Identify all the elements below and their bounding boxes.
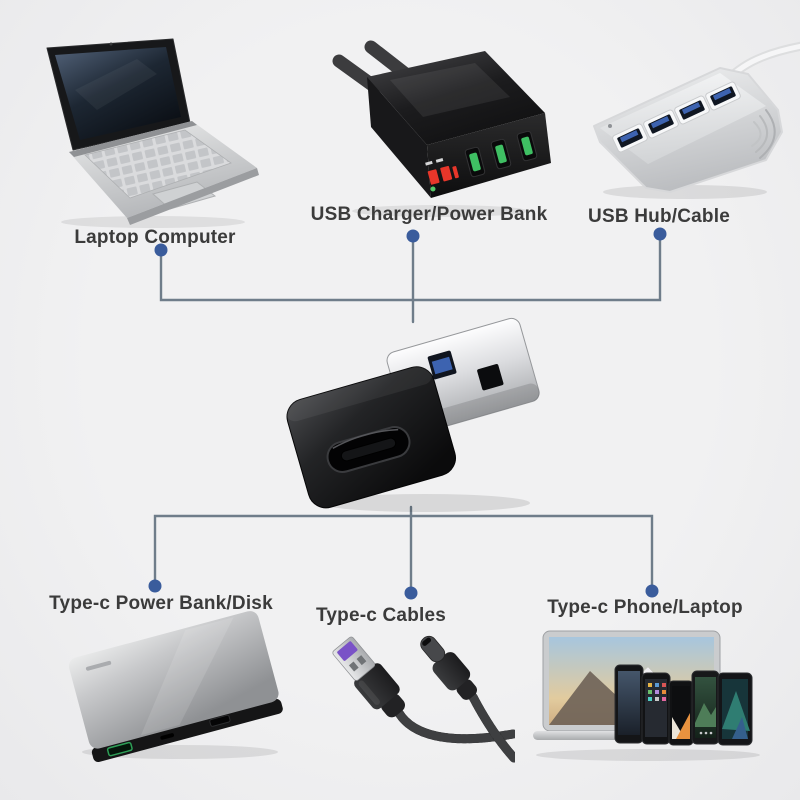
phone-5 bbox=[717, 672, 753, 746]
group-shadow bbox=[536, 749, 760, 761]
type-c-power-bank-label: Type-c Power Bank/Disk bbox=[49, 593, 273, 614]
laptop-illustration bbox=[46, 38, 259, 228]
usb-port bbox=[209, 714, 231, 727]
green-usb-port bbox=[106, 741, 133, 757]
hub-shadow bbox=[603, 185, 767, 199]
pin-hole bbox=[348, 661, 359, 672]
usb3-blue-tabs bbox=[619, 88, 732, 143]
power-bank-logo-mark bbox=[85, 660, 112, 671]
app-grid bbox=[648, 683, 666, 701]
cable-c-cord bbox=[468, 692, 519, 763]
usb-hub-illustration bbox=[593, 41, 800, 199]
usb-a-connector bbox=[332, 636, 405, 718]
usb-adapter-image bbox=[275, 315, 565, 520]
connector-dot bbox=[406, 229, 420, 243]
power-bank-illustration bbox=[68, 611, 283, 763]
type-c-slot bbox=[160, 733, 175, 740]
top-connector bbox=[159, 232, 662, 302]
type-c-phone-label: Type-c Phone/Laptop bbox=[547, 597, 743, 618]
wallpaper-triangle-blue bbox=[732, 717, 748, 739]
type-c-opening bbox=[422, 637, 432, 646]
phones-laptop-image bbox=[520, 615, 790, 765]
hub-endcap-ridges bbox=[751, 109, 776, 159]
charger-gloss bbox=[390, 63, 510, 117]
charger-left-face bbox=[367, 77, 431, 198]
power-bank-front-edge bbox=[91, 699, 283, 763]
body-top-sheen bbox=[285, 364, 433, 422]
usb3-tab bbox=[431, 356, 453, 375]
phone-screen bbox=[618, 671, 640, 735]
charger-shadow bbox=[352, 205, 528, 217]
connector-body bbox=[432, 652, 471, 691]
wallpaper-hills bbox=[695, 703, 716, 727]
hub-led-dot bbox=[608, 124, 612, 128]
power-bank-top-face bbox=[68, 611, 279, 749]
led-digit bbox=[427, 169, 440, 185]
connector-dot bbox=[653, 227, 667, 241]
type-c-cables-image bbox=[300, 622, 519, 772]
cables-illustration bbox=[332, 635, 519, 763]
laptop-screen-glare bbox=[75, 59, 157, 110]
phones-laptop-illustration bbox=[533, 630, 760, 761]
bottom-connector bbox=[153, 514, 654, 593]
usb-hub-label: USB Hub/Cable bbox=[588, 206, 730, 227]
type-c-cables-label: Type-c Cables bbox=[315, 605, 447, 626]
led-digit bbox=[452, 166, 459, 179]
port-highlight bbox=[332, 428, 399, 449]
phone-1 bbox=[614, 664, 644, 744]
led-digit bbox=[440, 165, 453, 182]
phone-3 bbox=[668, 680, 694, 746]
adapter-shadow bbox=[320, 494, 530, 512]
dock-dot bbox=[704, 731, 708, 735]
display-tick bbox=[435, 158, 444, 163]
charger-top-face bbox=[367, 51, 545, 145]
body-highlight bbox=[358, 680, 380, 705]
laptop-screen bbox=[55, 47, 181, 140]
shell-cutout bbox=[477, 364, 504, 391]
charger-led-dot bbox=[430, 186, 436, 192]
type-c-tongue bbox=[340, 437, 397, 462]
laptop-front-edge bbox=[127, 168, 259, 225]
laptop-keyboard bbox=[84, 129, 232, 199]
connector-dot bbox=[404, 586, 418, 600]
adapter-body-group bbox=[285, 317, 540, 509]
usb-adapter-illustration bbox=[285, 317, 540, 512]
display-tick bbox=[425, 160, 433, 166]
led-display bbox=[425, 158, 459, 185]
wallpaper-sail-orange bbox=[676, 713, 690, 739]
purple-insert bbox=[337, 641, 358, 661]
power-bank-sheen bbox=[140, 617, 234, 736]
connector-body bbox=[354, 663, 400, 710]
dock-dot bbox=[709, 731, 713, 735]
power-bank-body-group bbox=[68, 611, 283, 763]
connector-dot bbox=[645, 584, 659, 598]
phone-2 bbox=[641, 672, 671, 745]
phone-screen bbox=[645, 679, 667, 737]
laptop-image bbox=[35, 28, 265, 228]
type-c-connector bbox=[420, 635, 478, 700]
usb-charger-illustration bbox=[332, 40, 551, 217]
usb-port-green-tabs bbox=[469, 136, 533, 172]
pin-hole bbox=[356, 655, 367, 666]
usb-charger-label: USB Charger/Power Bank bbox=[310, 204, 548, 225]
phone-4 bbox=[691, 670, 720, 745]
usb-charger-image bbox=[305, 35, 555, 220]
power-bank-image bbox=[50, 610, 305, 765]
laptop-webcam bbox=[109, 42, 113, 46]
usb-hub-image bbox=[570, 40, 800, 205]
laptop-shadow bbox=[61, 216, 245, 228]
laptop-label: Laptop Computer bbox=[74, 227, 236, 248]
laptop-hinge bbox=[69, 121, 197, 157]
dock-dot bbox=[699, 731, 703, 735]
connector-dot bbox=[148, 579, 162, 593]
